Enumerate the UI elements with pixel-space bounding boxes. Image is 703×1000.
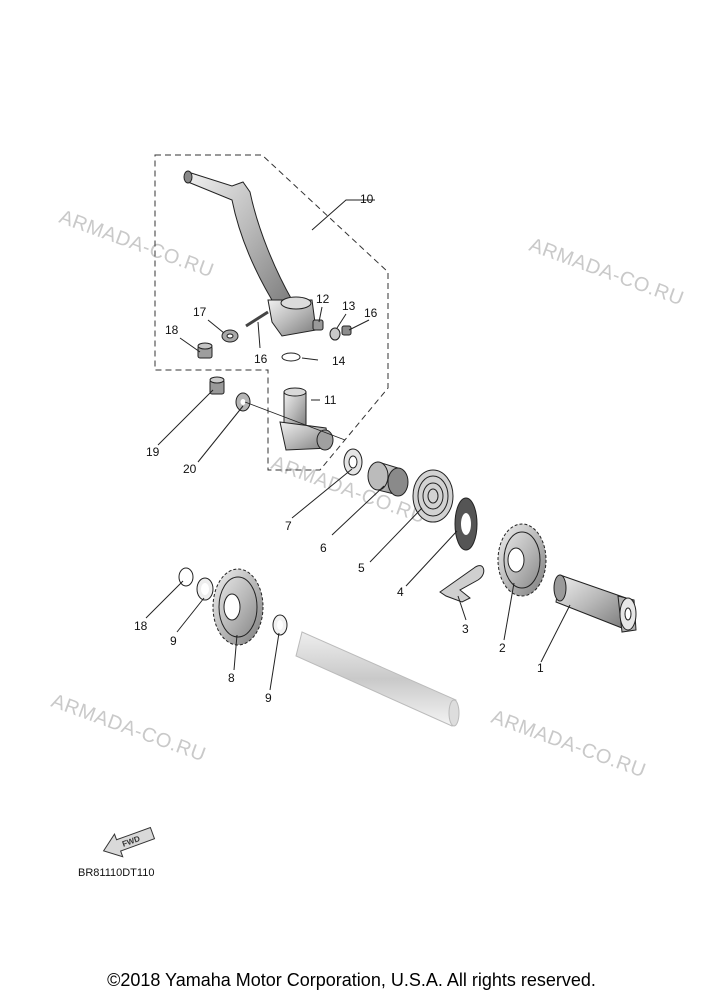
callout-19: 18	[165, 323, 179, 337]
callout-2: 2	[499, 641, 506, 655]
callout-3: 3	[462, 622, 469, 636]
washer-14	[329, 327, 341, 341]
clip-3	[439, 565, 485, 603]
pin-17	[245, 310, 269, 328]
kick-shaft-boss	[279, 387, 334, 451]
callout-16: 16	[364, 306, 378, 320]
callout-9-left: 9	[170, 634, 177, 648]
callout-11: 10	[360, 192, 374, 206]
callout-7: 7	[285, 519, 292, 533]
kick-shaft-1	[553, 574, 637, 633]
callout-10: 18	[134, 619, 148, 633]
kick-crank	[183, 170, 317, 337]
watermark-5: ARMADA-CO.RU	[488, 706, 648, 782]
callout-17: 16	[254, 352, 268, 366]
callout-18: 17	[193, 305, 207, 319]
callout-13: 12	[316, 292, 330, 306]
callout-9-right: 9	[265, 691, 272, 705]
callout-4: 4	[397, 585, 404, 599]
callouts: 10 12 13 16 17 18 16 14 11 19 20 7 6 5 4…	[134, 192, 544, 705]
callout-20: 19	[146, 445, 160, 459]
spring-5	[412, 469, 454, 523]
main-axle	[295, 631, 457, 727]
watermark-1: ARMADA-CO.RU	[56, 206, 216, 282]
small-parts	[197, 310, 352, 362]
fwd-arrow-icon	[102, 826, 156, 858]
watermark-2: ARMADA-CO.RU	[526, 234, 686, 310]
leader-lines	[145, 199, 571, 691]
nut-16	[341, 325, 352, 336]
callout-15: 14	[332, 354, 346, 368]
callout-1: 1	[537, 661, 544, 675]
fwd-arrow: FWD	[102, 826, 156, 858]
callout-14: 13	[342, 299, 356, 313]
gear-8	[212, 568, 264, 646]
bolt-13	[312, 319, 324, 331]
gear-2	[497, 523, 547, 597]
callout-21: 20	[183, 462, 197, 476]
circlip-15	[281, 352, 301, 362]
callout-8: 8	[228, 671, 235, 685]
callout-12: 11	[324, 393, 337, 407]
watermarks: ARMADA-CO.RU ARMADA-CO.RU ARMADA-CO.RU A…	[48, 206, 686, 782]
callout-5: 5	[358, 561, 365, 575]
callout-6: 6	[320, 541, 327, 555]
copyright-notice: ©2018 Yamaha Motor Corporation, U.S.A. A…	[107, 970, 596, 990]
assembly-boundary-11	[154, 154, 389, 471]
diagram-code: BR81110DT110	[78, 867, 154, 879]
circlip-10	[178, 567, 194, 587]
watermark-4: ARMADA-CO.RU	[48, 690, 208, 766]
